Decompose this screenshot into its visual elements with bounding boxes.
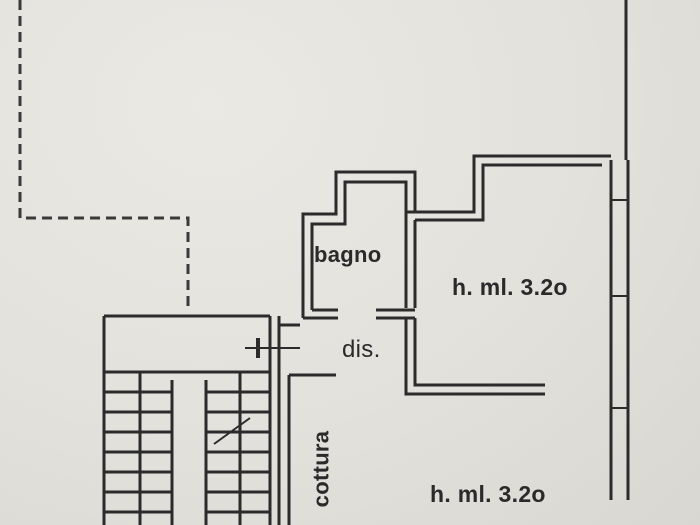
exterior-wall (609, 0, 630, 500)
upper-room-walls (376, 154, 611, 396)
bagno-label: bagno (314, 242, 382, 267)
upper-room-height-label: h. ml. 3.2o (452, 274, 568, 300)
hall-walls (102, 314, 336, 525)
staircase (104, 370, 270, 525)
cottura-label: cottura (308, 430, 334, 508)
lower-room-height-label: h. ml. 3.2o (430, 481, 546, 507)
bagno-walls (301, 170, 417, 320)
disimpegno-label: dis. (342, 336, 381, 363)
dashed-boundary (18, 0, 190, 308)
